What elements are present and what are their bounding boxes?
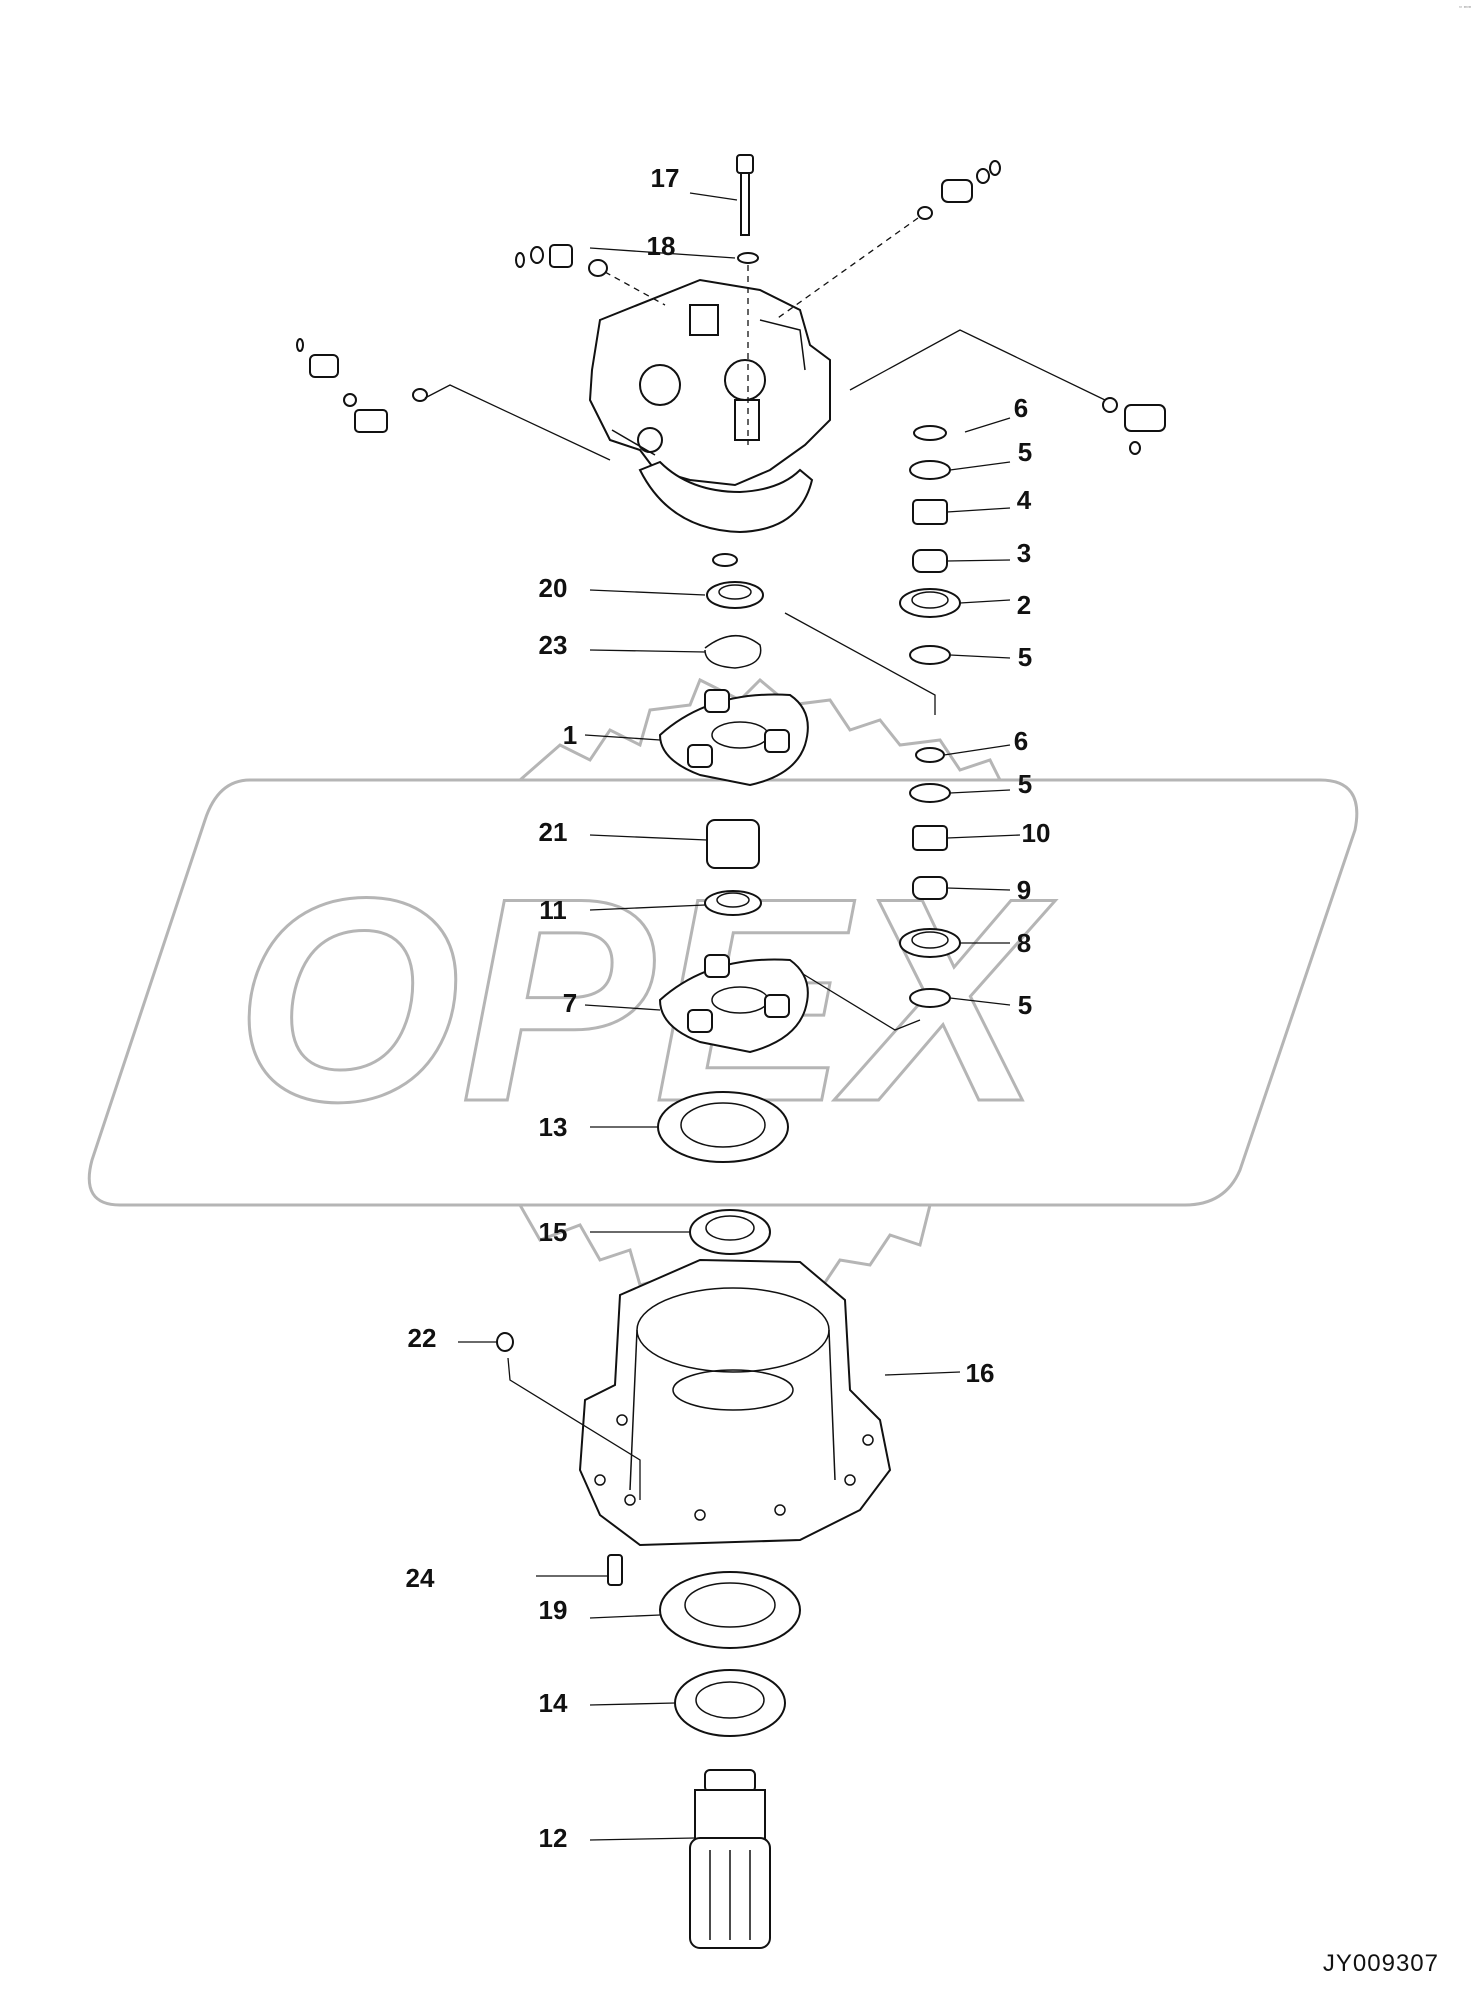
callout-24: 24 [406, 1563, 435, 1593]
callout-numbers: 1234556651098571113151617181920212223241… [406, 163, 1051, 1853]
callout-21: 21 [539, 817, 568, 847]
drawing-id: JY009307 [1322, 1950, 1439, 1977]
callout-6: 6 [1014, 393, 1028, 423]
callout-15: 15 [539, 1217, 568, 1247]
callout-5: 5 [1018, 642, 1032, 672]
callout-23: 23 [539, 630, 568, 660]
callout-5: 5 [1018, 437, 1032, 467]
callout-19: 19 [539, 1595, 568, 1625]
motor-housing [588, 278, 831, 567]
fittings [296, 160, 1166, 461]
plug-and-pin [496, 1332, 641, 1586]
callout-11: 11 [539, 895, 567, 925]
ring-gear-case-16 [578, 1258, 892, 1547]
callout-16: 16 [966, 1358, 995, 1388]
bolt-17 [736, 154, 759, 445]
lower-parts [659, 1571, 801, 1949]
callout-leaders [458, 192, 1021, 1841]
callout-13: 13 [539, 1112, 568, 1142]
callout-18: 18 [647, 231, 676, 261]
callout-14: 14 [539, 1688, 568, 1718]
callout-5: 5 [1018, 990, 1032, 1020]
callout-10: 10 [1022, 818, 1051, 848]
callout-17: 17 [651, 163, 680, 193]
callout-5: 5 [1018, 769, 1032, 799]
callout-3: 3 [1017, 538, 1031, 568]
callout-4: 4 [1017, 485, 1032, 515]
callout-8: 8 [1017, 928, 1031, 958]
tiny-corner-mark: ▫ ▫▫▫ [1459, 4, 1471, 11]
center-stack-parts [657, 581, 809, 1255]
right-stack-parts [779, 425, 961, 1031]
callout-7: 7 [563, 988, 577, 1018]
callout-22: 22 [408, 1323, 437, 1353]
callout-9: 9 [1017, 875, 1031, 905]
callout-6: 6 [1014, 726, 1028, 756]
callout-12: 12 [539, 1823, 568, 1853]
callout-20: 20 [539, 573, 568, 603]
callout-1: 1 [563, 720, 577, 750]
callout-2: 2 [1017, 590, 1031, 620]
